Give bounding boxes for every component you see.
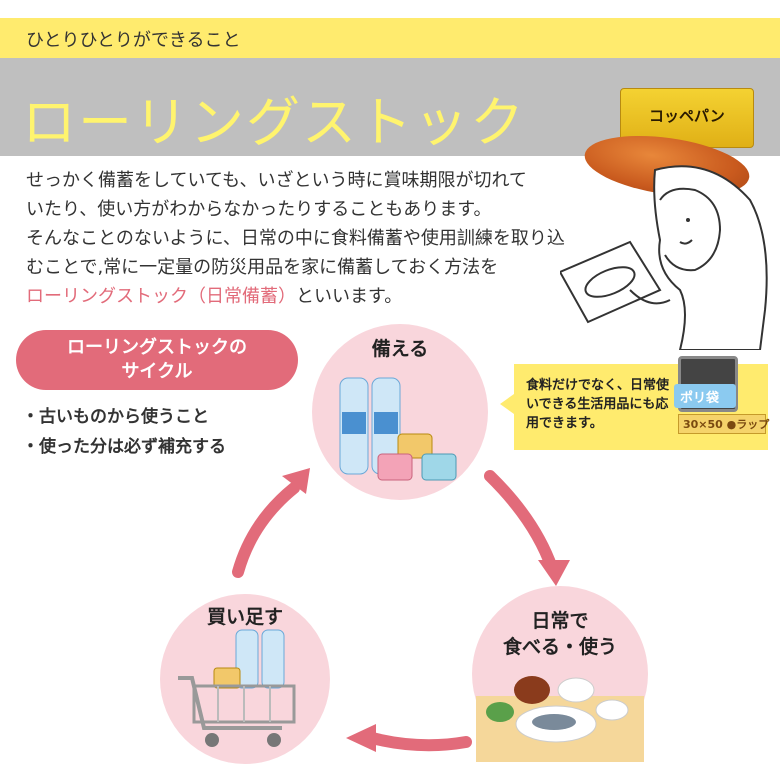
tip-item: ・使った分は必ず補充する <box>22 437 226 457</box>
store-step: 備える <box>312 324 488 500</box>
eat-step-label: 食べる・使う <box>502 636 617 658</box>
badge-line: サイクル <box>121 361 193 382</box>
buy-step-label: 買い足す <box>206 606 283 628</box>
cycle-badge: ローリングストックの サイクル <box>16 330 298 390</box>
intro-line: ローリングストック（日常備蓄）といいます。 <box>26 282 596 311</box>
intro-line: せっかく備蓄をしていても、いざという時に賞味期限が切れて <box>26 170 527 191</box>
bread-package-label: コッペパン <box>649 107 725 125</box>
water-and-cans-illustration <box>339 377 457 481</box>
top-strip: ひとりひとりができること <box>0 18 780 58</box>
intro-line: そんなことのないように、日常の中に食料備蓄や使用訓練を取り込 <box>26 228 565 249</box>
callout-text: 食料だけでなく、日常使いできる生活用品にも応用できます。 <box>526 378 670 431</box>
tips-list: ・古いものから使うこと ・使った分は必ず補充する <box>22 402 226 462</box>
intro-tail: といいます。 <box>296 286 403 307</box>
intro-highlight: ローリングストック（日常備蓄） <box>26 286 296 307</box>
girl-eating-illustration <box>560 165 768 350</box>
plastic-bag-label: ポリ袋 <box>680 391 720 406</box>
buy-step: 買い足す <box>160 594 330 764</box>
strip-text: ひとりひとりができること <box>26 30 241 51</box>
store-step-label: 備える <box>371 338 429 360</box>
wrap-box-icon: 30×50 ●ラップ <box>678 414 770 434</box>
badge-line: ローリングストックの <box>67 337 247 358</box>
plastic-bag-icon: ポリ袋 <box>674 384 736 408</box>
meal-tray-illustration <box>476 676 644 762</box>
title-banner: ローリングストック コッペパン <box>0 58 780 206</box>
bread-package-image: コッペパン <box>620 88 754 148</box>
eat-use-step: 日常で 食べる・使う <box>472 586 648 762</box>
intro-line: いたり、使い方がわからなかったりすることもあります。 <box>26 199 492 220</box>
tip-item: ・古いものから使うこと <box>22 407 209 427</box>
shopping-cart-icon <box>178 629 296 747</box>
page-title: ローリングストック <box>22 91 526 154</box>
wrap-label: 30×50 ●ラップ <box>683 418 770 431</box>
intro-text: せっかく備蓄をしていても、いざという時に賞味期限が切れて いたり、使い方がわから… <box>26 166 596 311</box>
intro-line: むことで,常に一定量の防災用品を家に備蓄しておく方法を <box>26 257 499 278</box>
eat-step-label: 日常で <box>531 610 589 632</box>
